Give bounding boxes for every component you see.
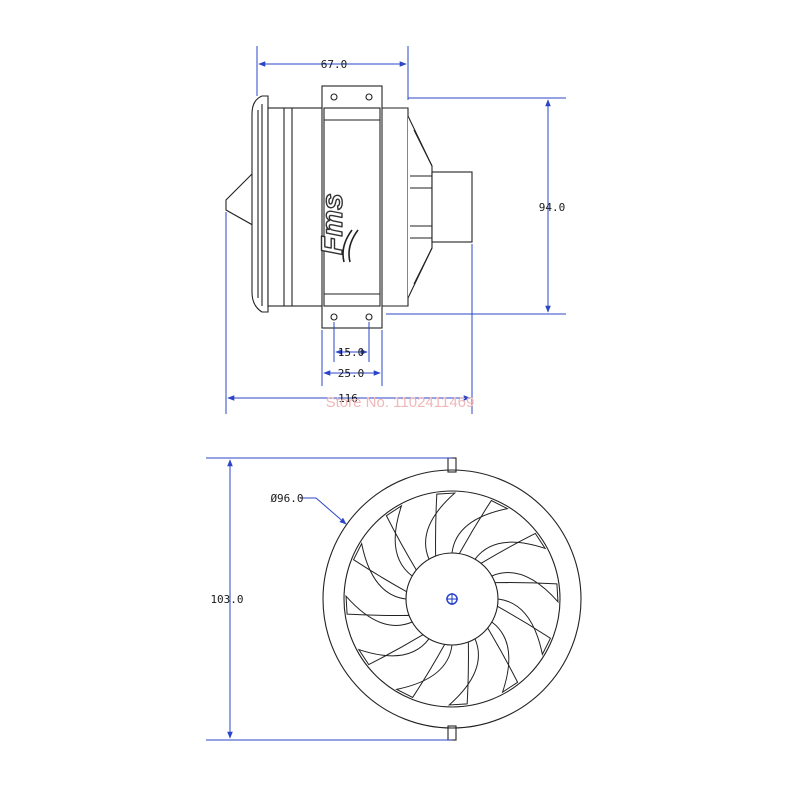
side-view: Fms [225,85,473,329]
front-view [322,457,582,741]
side-dimensions [225,46,566,414]
nose-cone [225,167,259,229]
fan-blade [425,492,457,560]
inner-duct [343,490,561,708]
dim-height: 94.0 [539,201,566,214]
dim-fan-diameter: Ø96.0 [270,492,303,505]
mount-hole [330,93,338,101]
fan-blade [447,638,479,706]
fan-blade [496,598,552,656]
motor-can [431,171,473,243]
dim-plate-width: 25.0 [338,367,365,380]
diameter-leader [300,497,347,525]
fan-shroud [267,107,325,307]
dim-top-width: 67.0 [321,58,348,71]
watermark: Store No. 1102411469 [326,394,475,411]
front-dimensions [206,457,452,741]
fan-blade [385,504,417,577]
dim-hole-spacing: 15.0 [338,346,365,359]
fan-blade [474,532,547,564]
fan-blade [345,594,413,626]
fan-blade [487,621,519,694]
fan-blade [451,499,509,555]
fan-blades [345,492,559,706]
inlet-lip [251,95,269,313]
rear-stage [382,107,409,307]
fan-blade [395,643,453,699]
fan-blade [352,542,408,600]
logo-swoosh [342,229,359,263]
fan-blade [357,634,430,666]
mount-hole [365,93,373,101]
outer-housing [322,469,582,729]
dim-overall-height: 103.0 [210,593,243,606]
brand-logo: Fms [316,193,349,255]
fan-blade [491,572,559,604]
mount-hole [365,313,373,321]
dim-overall-length: 116 [338,392,358,405]
mount-hole [330,313,338,321]
